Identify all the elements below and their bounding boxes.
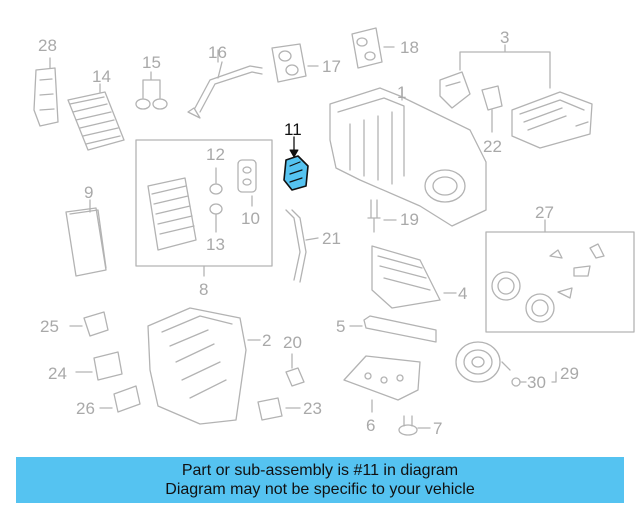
- part-1-housing: [329, 87, 487, 227]
- part-26-connector: [99, 385, 141, 413]
- banner-line-2: Diagram may not be specific to your vehi…: [165, 481, 475, 498]
- info-banner: Part or sub-assembly is #11 in diagram D…: [16, 457, 624, 503]
- part-24-connector: [75, 351, 123, 381]
- part-19-bolt: [367, 199, 397, 233]
- callout-15: 15: [142, 53, 161, 72]
- callout-16: 16: [208, 43, 227, 62]
- callout-19: 19: [400, 210, 419, 229]
- part-10-valve: [237, 159, 257, 207]
- callout-11-highlighted: 11: [284, 120, 302, 139]
- callout-5: 5: [336, 317, 346, 336]
- callout-22: 22: [483, 137, 502, 156]
- banner-line-1: Part or sub-assembly is #11 in diagram: [181, 462, 459, 479]
- part-7-grommet: [398, 415, 431, 436]
- part-11-highlighted[interactable]: [283, 155, 309, 191]
- callout-3: 3: [500, 28, 510, 47]
- callout-29: 29: [560, 364, 579, 383]
- part-27-kit: [485, 219, 635, 333]
- callout-25: 25: [40, 317, 59, 336]
- exploded-parts-diagram: [33, 27, 635, 436]
- callout-26: 26: [76, 399, 95, 418]
- part-22-bracket: [481, 85, 503, 133]
- part-14-filter: [67, 83, 125, 151]
- part-9-filter: [65, 199, 107, 277]
- callout-9: 9: [84, 183, 94, 202]
- part-15-orings: [135, 71, 168, 110]
- part-12-13-seals: [209, 167, 223, 233]
- callout-27: 27: [535, 203, 554, 222]
- callout-6: 6: [366, 416, 376, 435]
- part-3-duct: [511, 91, 593, 149]
- callout-28: 28: [38, 36, 57, 55]
- part-21-tube: [285, 209, 319, 283]
- part-16-pipe: [187, 49, 263, 119]
- part-20-piece: [285, 353, 305, 387]
- part-2-housing: [147, 307, 261, 425]
- callout-14: 14: [92, 67, 111, 86]
- part-3-leader: [459, 44, 551, 89]
- callout-7: 7: [433, 419, 443, 438]
- callout-17: 17: [322, 57, 341, 76]
- callout-13: 13: [206, 235, 225, 254]
- callout-30: 30: [527, 373, 546, 392]
- part-5-bar: [349, 315, 437, 343]
- part-4-plate: [371, 245, 457, 309]
- part-8-evaporator-box: [135, 139, 273, 277]
- callout-21: 21: [322, 229, 341, 248]
- part-18-gasket: [351, 27, 395, 69]
- callout-18: 18: [400, 38, 419, 57]
- callout-2: 2: [262, 331, 272, 350]
- part-29-blower-motor: [455, 341, 557, 387]
- part-17-gasket: [271, 43, 319, 83]
- part-25-clip: [69, 311, 109, 337]
- callout-24: 24: [48, 364, 67, 383]
- callout-12: 12: [206, 145, 225, 164]
- callout-1: 1: [397, 83, 407, 102]
- part-3-actuator: [439, 71, 471, 109]
- callout-10: 10: [241, 209, 260, 228]
- part-6-panel: [343, 355, 421, 413]
- part-28-bracket: [33, 57, 59, 127]
- callout-4: 4: [458, 284, 468, 303]
- part-23-resistor: [257, 397, 301, 421]
- callout-8: 8: [199, 280, 209, 299]
- callout-23: 23: [303, 399, 322, 418]
- callout-20: 20: [283, 333, 302, 352]
